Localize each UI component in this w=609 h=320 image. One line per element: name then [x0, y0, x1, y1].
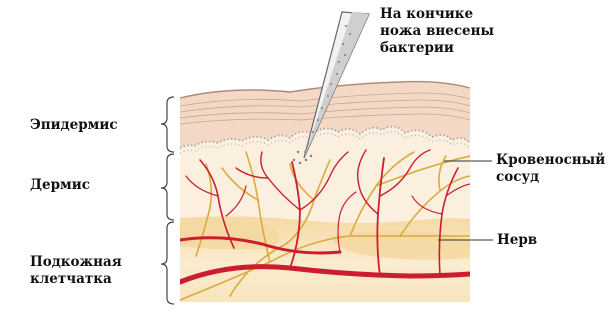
- bracket-dermis: [161, 154, 174, 220]
- subcutis-label: Подкожная клетчатка: [30, 254, 122, 288]
- needle-label-line-3: бактерии: [380, 40, 494, 57]
- subcutis-label-line-1: Подкожная: [30, 254, 122, 271]
- needle-label-line-1: На кончике: [380, 6, 494, 23]
- needle-label: На кончике ножа внесены бактерии: [380, 6, 494, 57]
- tissue-block: [180, 80, 470, 310]
- bracket-epidermis: [161, 97, 174, 152]
- vessel-label: Кровеносный сосуд: [496, 152, 605, 186]
- needle-label-line-2: ножа внесены: [380, 23, 494, 40]
- layer-brackets: [161, 97, 174, 304]
- bracket-subcutis: [161, 222, 174, 304]
- nerve-label: Нерв: [497, 232, 537, 249]
- vessel-label-line-2: сосуд: [496, 169, 605, 186]
- epidermis-label: Эпидермис: [30, 117, 118, 134]
- subcutis-label-line-2: клетчатка: [30, 271, 122, 288]
- vessel-label-line-1: Кровеносный: [496, 152, 605, 169]
- dermis-label: Дермис: [30, 177, 90, 194]
